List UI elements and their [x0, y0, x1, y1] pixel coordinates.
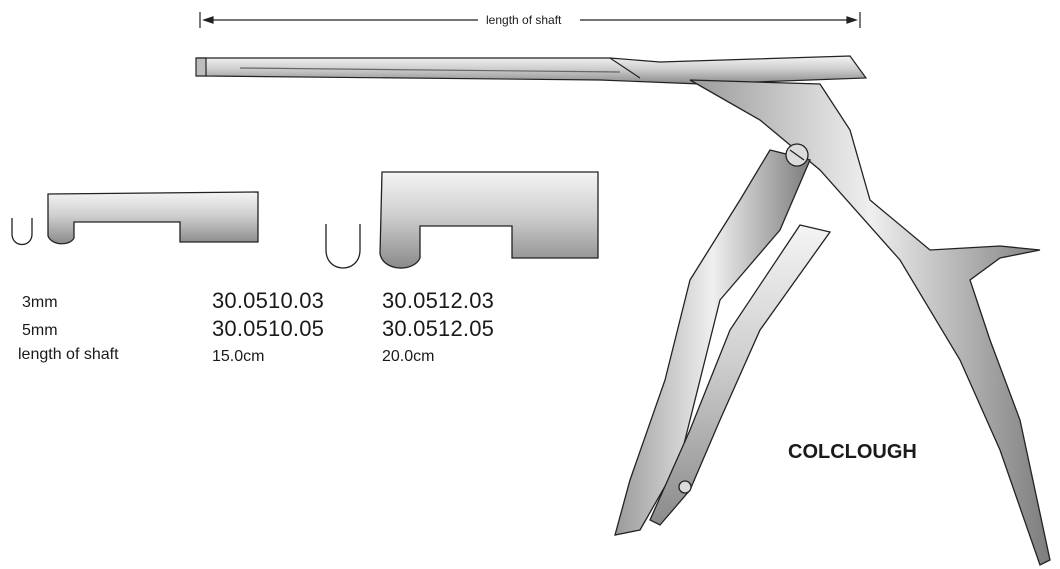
row-label-length: length of shaft — [18, 346, 119, 363]
length-20cm: 20.0cm — [382, 348, 435, 365]
dimension-line — [199, 12, 861, 28]
instrument-body — [614, 79, 1051, 566]
row-label-3mm: 3mm — [22, 294, 58, 311]
tip-detail-large — [325, 171, 599, 269]
row-label-5mm: 5mm — [22, 322, 58, 339]
length-15cm: 15.0cm — [212, 348, 265, 365]
code-30-0510-03: 30.0510.03 — [212, 288, 325, 313]
product-name: COLCLOUGH — [788, 441, 917, 463]
code-30-0512-05: 30.0512.05 — [382, 316, 495, 341]
dimension-label: length of shaft — [486, 13, 562, 27]
instrument-shaft — [195, 55, 868, 85]
tip-detail-small — [11, 191, 259, 246]
code-30-0512-03: 30.0512.03 — [382, 288, 495, 313]
code-30-0510-05: 30.0510.05 — [212, 316, 325, 341]
